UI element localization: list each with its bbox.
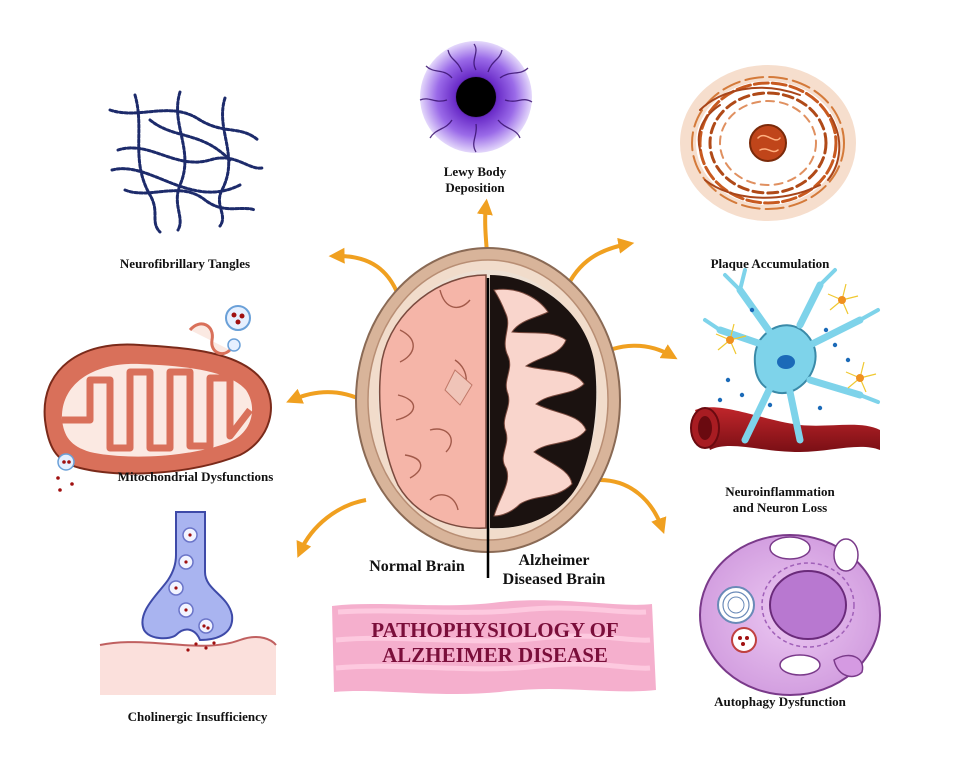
plaque-accumulation-illustration [680, 65, 856, 221]
label-neuroinflammation-line2: and Neuron Loss [732, 500, 828, 516]
label-mitochondrial-dysfunctions: Mitochondrial Dysfunctions [117, 469, 274, 484]
normal-brain-half [378, 274, 487, 529]
label-lewy-body: Lewy Body Deposition [420, 164, 530, 197]
normal-brain-gyri [395, 289, 471, 511]
neuroinflammation-illustration [690, 268, 880, 452]
arrow-to-cholinergic-insufficiency [296, 498, 367, 558]
label-lewy-body-line2: Deposition [445, 180, 505, 196]
page-title-line2: ALZHEIMER DISEASE [382, 643, 608, 668]
page-title: PATHOPHYSIOLOGY OF ALZHEIMER DISEASE [340, 618, 650, 668]
label-alzheimer-brain-line1: Alzheimer [518, 552, 590, 569]
label-neuroinflammation-line1: Neuroinflammation [725, 484, 835, 499]
diseased-brain-tissue [493, 288, 587, 517]
label-plaque-accumulation: Plaque Accumulation [710, 256, 830, 271]
autophagy-cell-illustration [699, 534, 881, 696]
mitochondria-illustration [43, 305, 272, 492]
label-alzheimer-brain-line2: Diseased Brain [502, 571, 606, 589]
normal-brain-ventricle [444, 369, 473, 406]
neurofibrillary-tangles-illustration [108, 90, 264, 234]
arrow-to-neurofibrillary-tangles [328, 247, 402, 301]
label-cholinergic-insufficiency: Cholinergic Insufficiency [127, 709, 268, 724]
lewy-body-illustration [419, 41, 533, 153]
label-lewy-body-line1: Lewy Body [443, 164, 507, 179]
microglia [715, 283, 877, 393]
label-neurofibrillary-tangles: Neurofibrillary Tangles [119, 256, 251, 271]
label-alzheimer-brain: Alzheimer Diseased Brain [494, 551, 614, 589]
arrow-to-autophagy-dysfunction [599, 478, 667, 535]
lewy-body-filaments [419, 43, 533, 153]
brain-cross-section [355, 247, 621, 578]
title-band [332, 600, 656, 694]
label-neuroinflammation: Neuroinflammation and Neuron Loss [710, 484, 850, 517]
vesicle-icon [225, 305, 251, 331]
label-autophagy-dysfunction: Autophagy Dysfunction [714, 694, 846, 709]
label-normal-brain: Normal Brain [369, 558, 465, 575]
page-title-line1: PATHOPHYSIOLOGY OF [371, 618, 619, 642]
synapse-illustration [99, 511, 277, 695]
